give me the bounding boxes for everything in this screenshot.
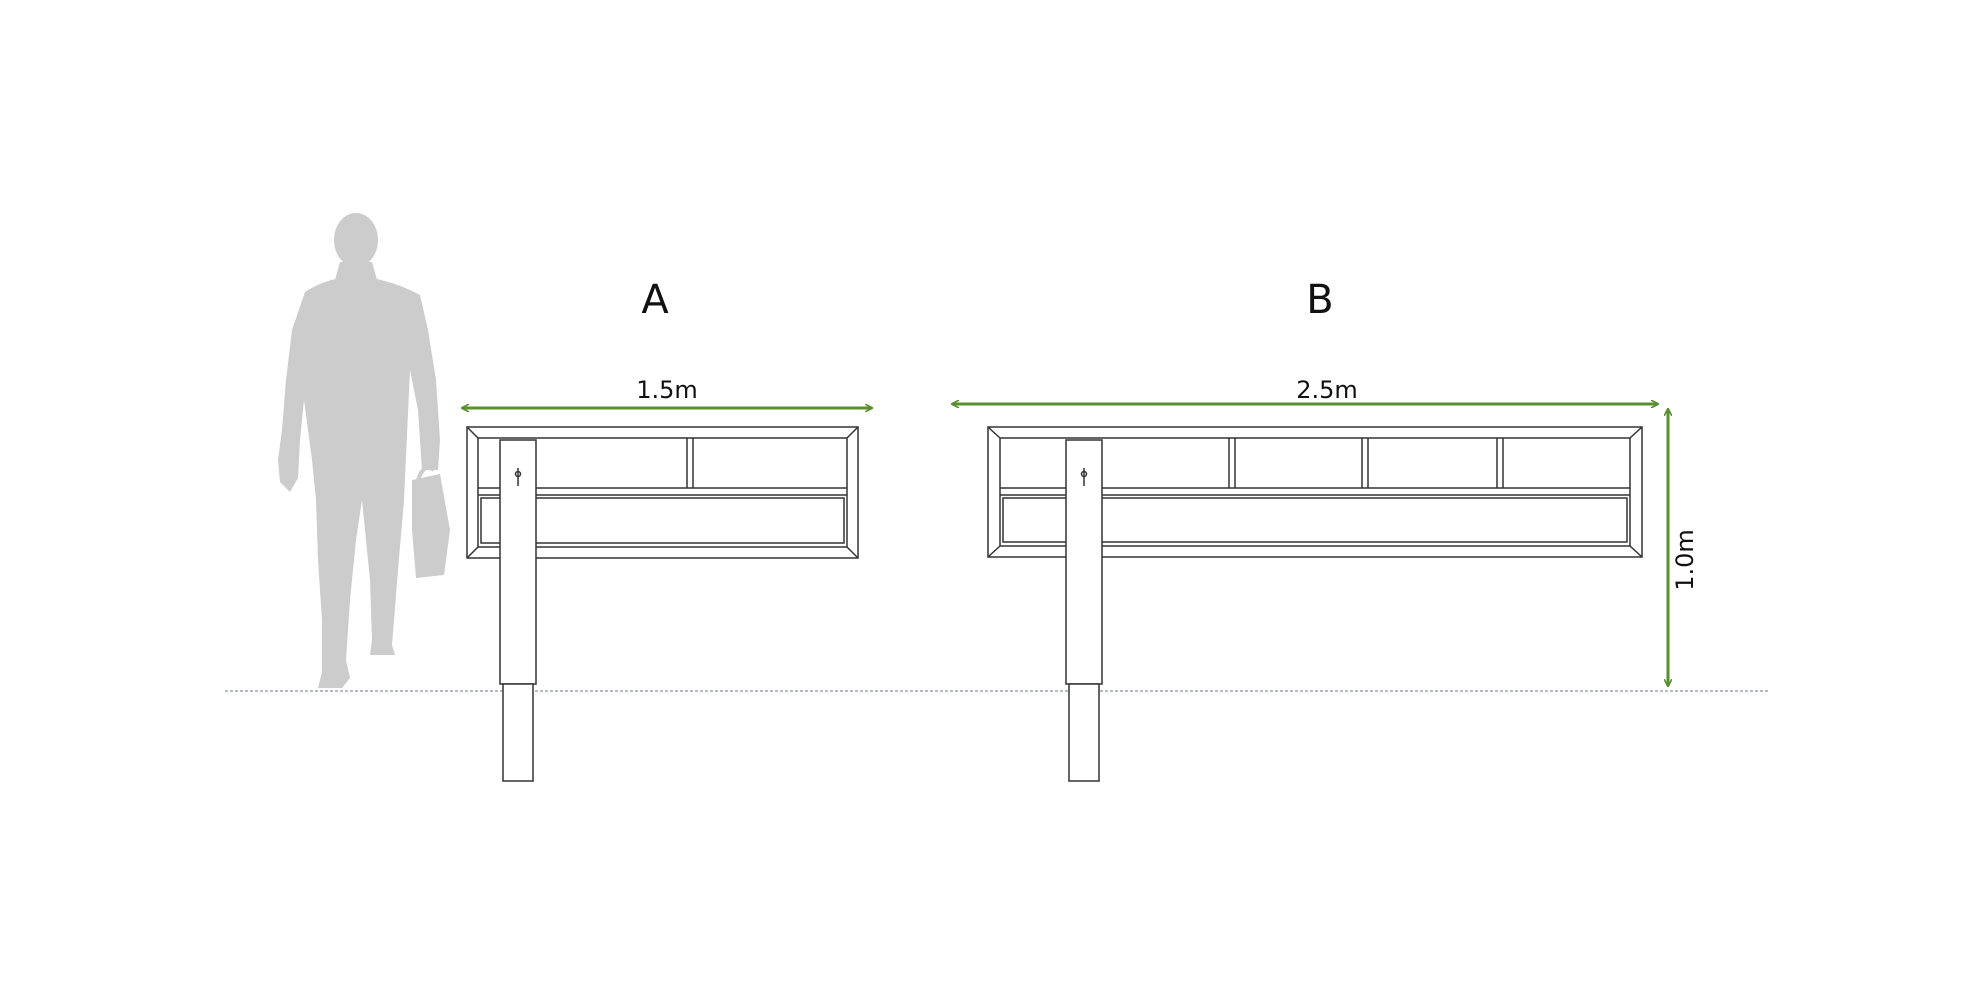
signage-unit-b bbox=[987, 426, 1643, 782]
unit-a-width-label: 1.5m bbox=[636, 376, 698, 404]
height-label: 1.0m bbox=[1671, 529, 1699, 591]
unit-b-title: B bbox=[1306, 277, 1333, 323]
unit-a-title: A bbox=[641, 277, 669, 323]
unit-b-width-label: 2.5m bbox=[1296, 376, 1358, 404]
person-silhouette-icon bbox=[278, 213, 450, 688]
signage-unit-a bbox=[466, 426, 859, 782]
